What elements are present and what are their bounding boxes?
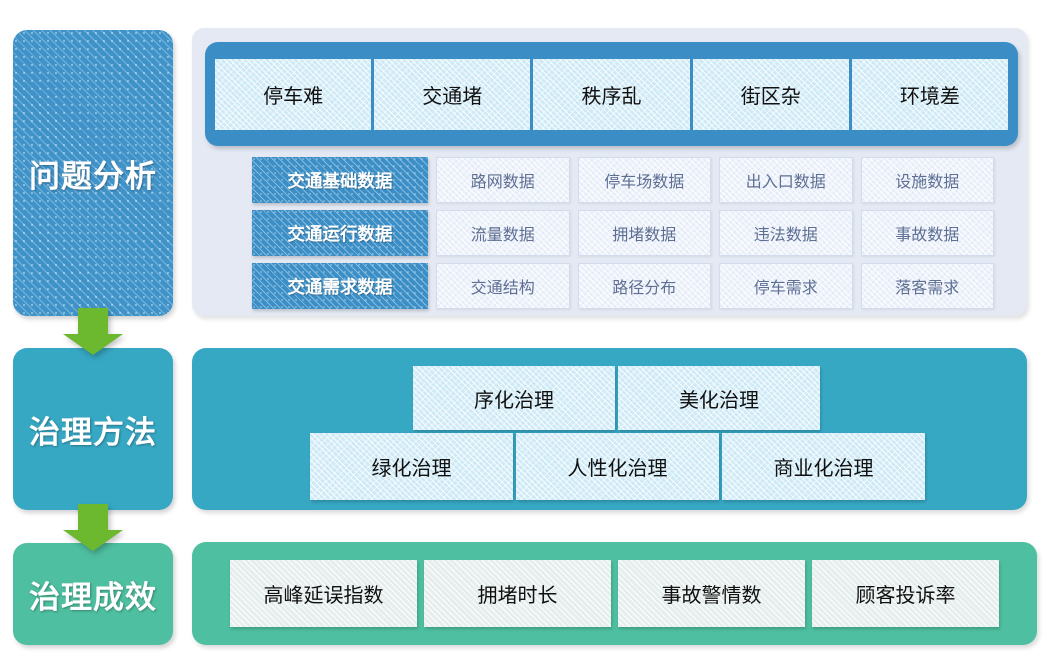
stage-label-problem-analysis: 问题分析 xyxy=(13,30,173,316)
method-item[interactable]: 人性化治理 xyxy=(516,433,719,500)
method-item[interactable]: 绿化治理 xyxy=(310,433,513,500)
traffic-data-grid: 交通基础数据 路网数据 停车场数据 出入口数据 设施数据 交通运行数据 流量数据 xyxy=(252,157,994,309)
method-row-top: 序化治理 美化治理 xyxy=(413,366,820,430)
data-cell[interactable]: 拥堵数据 xyxy=(577,210,711,256)
data-cell-text: 出入口数据 xyxy=(745,172,826,191)
problem-issue-item[interactable]: 街区杂 xyxy=(692,59,849,130)
data-cell[interactable]: 路网数据 xyxy=(436,157,570,203)
problem-issue-item[interactable]: 交通堵 xyxy=(374,59,531,130)
effect-metric-item[interactable]: 拥堵时长 xyxy=(424,560,611,627)
data-cell-text: 交通结构 xyxy=(470,278,535,297)
stage-label-method-text: 治理方法 xyxy=(29,414,157,451)
effect-metric-item[interactable]: 顾客投诉率 xyxy=(812,560,999,627)
problem-issue-item[interactable]: 秩序乱 xyxy=(533,59,690,130)
governance-effect-panel: 高峰延误指数 拥堵时长 事故警情数 顾客投诉率 xyxy=(192,542,1037,645)
problem-issues-bar: 停车难 交通堵 秩序乱 街区杂 环境差 xyxy=(205,42,1018,146)
data-cell-text: 路径分布 xyxy=(612,278,677,297)
method-item[interactable]: 序化治理 xyxy=(413,366,615,430)
data-cell-text: 停车场数据 xyxy=(604,172,685,191)
data-cell[interactable]: 事故数据 xyxy=(860,210,994,256)
problem-issue-label: 环境差 xyxy=(899,84,960,108)
problem-issues-list: 停车难 交通堵 秩序乱 街区杂 环境差 xyxy=(215,59,1009,130)
data-cell[interactable]: 违法数据 xyxy=(719,210,853,256)
data-row-label-text: 交通基础数据 xyxy=(287,171,393,192)
data-cell-text: 落客需求 xyxy=(895,278,960,297)
governance-method-panel: 序化治理 美化治理 绿化治理 人性化治理 商业化治理 xyxy=(192,348,1027,510)
data-cell[interactable]: 流量数据 xyxy=(436,210,570,256)
data-row: 交通运行数据 流量数据 拥堵数据 违法数据 事故数据 xyxy=(252,210,994,256)
problem-issue-item[interactable]: 环境差 xyxy=(851,59,1009,130)
data-cell-text: 流量数据 xyxy=(470,225,535,244)
data-cell-text: 违法数据 xyxy=(753,225,818,244)
stage-label-governance-effect: 治理成效 xyxy=(13,543,173,645)
data-row: 交通基础数据 路网数据 停车场数据 出入口数据 设施数据 xyxy=(252,157,994,203)
effect-metric-label: 高峰延误指数 xyxy=(263,583,384,607)
stage-label-effect-text: 治理成效 xyxy=(29,579,157,616)
data-row-label-text: 交通运行数据 xyxy=(287,224,393,245)
method-row-bottom: 绿化治理 人性化治理 商业化治理 xyxy=(310,433,925,500)
data-cell-text: 拥堵数据 xyxy=(612,225,677,244)
effect-metric-item[interactable]: 事故警情数 xyxy=(618,560,805,627)
method-item[interactable]: 商业化治理 xyxy=(722,433,925,500)
stage-label-governance-method: 治理方法 xyxy=(13,348,173,510)
method-item-label: 序化治理 xyxy=(474,387,554,412)
data-cell-text: 停车需求 xyxy=(753,278,818,297)
data-cell-text: 事故数据 xyxy=(895,225,960,244)
down-arrow-icon-method-to-effect xyxy=(62,504,124,552)
data-cell-text: 路网数据 xyxy=(470,172,535,191)
method-item-label: 商业化治理 xyxy=(773,456,874,480)
data-cell[interactable]: 停车场数据 xyxy=(577,157,711,203)
data-row-label[interactable]: 交通需求数据 xyxy=(252,263,428,309)
effect-metric-label: 事故警情数 xyxy=(661,583,762,607)
data-row-label-text: 交通需求数据 xyxy=(287,277,393,298)
data-cell[interactable]: 停车需求 xyxy=(719,263,853,309)
effect-metrics-list: 高峰延误指数 拥堵时长 事故警情数 顾客投诉率 xyxy=(230,560,999,627)
method-item-label: 人性化治理 xyxy=(567,456,668,480)
stage-label-problem-text: 问题分析 xyxy=(29,158,157,195)
data-cell[interactable]: 设施数据 xyxy=(860,157,994,203)
data-cell[interactable]: 路径分布 xyxy=(577,263,711,309)
problem-issue-label: 秩序乱 xyxy=(581,84,642,108)
data-cell[interactable]: 交通结构 xyxy=(436,263,570,309)
effect-metric-label: 拥堵时长 xyxy=(477,583,558,607)
problem-issue-label: 街区杂 xyxy=(740,84,801,108)
problem-issue-item[interactable]: 停车难 xyxy=(215,59,372,130)
data-row: 交通需求数据 交通结构 路径分布 停车需求 落客需求 xyxy=(252,263,994,309)
data-row-label[interactable]: 交通基础数据 xyxy=(252,157,428,203)
effect-metric-item[interactable]: 高峰延误指数 xyxy=(230,560,417,627)
data-row-label[interactable]: 交通运行数据 xyxy=(252,210,428,256)
data-cell[interactable]: 出入口数据 xyxy=(719,157,853,203)
problem-issue-label: 交通堵 xyxy=(422,84,483,108)
method-item-label: 美化治理 xyxy=(679,387,759,412)
problem-issue-label: 停车难 xyxy=(263,84,324,108)
method-item-label: 绿化治理 xyxy=(371,456,452,480)
method-item[interactable]: 美化治理 xyxy=(618,366,820,430)
data-cell[interactable]: 落客需求 xyxy=(860,263,994,309)
data-cell-text: 设施数据 xyxy=(895,172,960,191)
effect-metric-label: 顾客投诉率 xyxy=(855,583,956,607)
down-arrow-icon-problem-to-method xyxy=(62,308,124,356)
